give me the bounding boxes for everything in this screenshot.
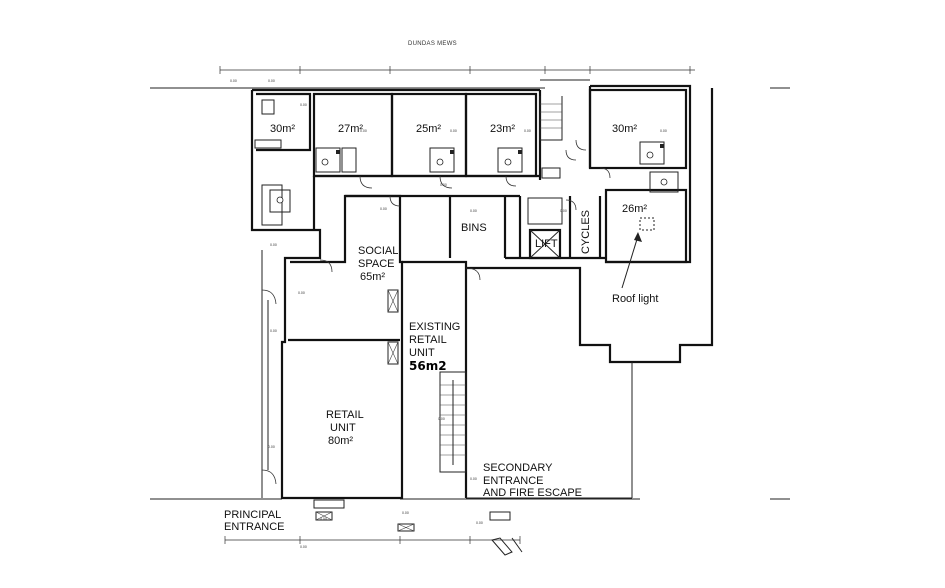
svg-text:0.00: 0.00	[300, 545, 307, 549]
social-space-area: 65m²	[360, 271, 385, 283]
top-dimension-line	[219, 66, 695, 74]
svg-text:0.00: 0.00	[320, 517, 327, 521]
svg-text:0.00: 0.00	[470, 209, 477, 213]
svg-text:0.00: 0.00	[440, 183, 447, 187]
svg-text:0.00: 0.00	[402, 511, 409, 515]
existing-retail-label-2: RETAIL	[409, 334, 447, 346]
social-space-label-2: SPACE	[358, 258, 394, 270]
room-3-area: 25m²	[416, 123, 441, 135]
secondary-entrance-label-3: AND FIRE ESCAPE	[483, 487, 582, 499]
svg-text:0.00: 0.00	[450, 129, 457, 133]
existing-retail-label-3: UNIT	[409, 347, 435, 359]
retail-unit-area: 80m²	[328, 435, 353, 447]
svg-text:0.00: 0.00	[268, 79, 275, 83]
room-4-area: 23m²	[490, 123, 515, 135]
svg-text:0.00: 0.00	[230, 79, 237, 83]
svg-text:0.00: 0.00	[270, 329, 277, 333]
svg-text:0.00: 0.00	[524, 129, 531, 133]
cycles-label: CYCLES	[580, 210, 592, 254]
svg-text:0.00: 0.00	[268, 445, 275, 449]
building-outline	[250, 90, 404, 500]
svg-text:0.00: 0.00	[660, 129, 667, 133]
principal-entrance-label-1: PRINCIPAL	[224, 509, 281, 521]
retail-unit-label-2: UNIT	[330, 422, 356, 434]
room-6-area: 26m²	[622, 203, 647, 215]
svg-text:0.00: 0.00	[560, 209, 567, 213]
room-2-area: 27m²	[338, 123, 363, 135]
social-space-label-1: SOCIAL	[358, 245, 398, 257]
retail-unit-label-1: RETAIL	[326, 409, 364, 421]
street-label: DUNDAS MEWS	[408, 41, 457, 47]
principal-entrance-label-2: ENTRANCE	[224, 521, 285, 533]
existing-retail-area: 56m2	[409, 359, 447, 373]
bedroom-row	[312, 88, 688, 264]
stair-top	[539, 96, 563, 179]
svg-text:0.00: 0.00	[470, 477, 477, 481]
room-1-area: 30m²	[270, 123, 295, 135]
stair-internal	[439, 371, 467, 473]
existing-retail-label-1: EXISTING	[409, 321, 460, 333]
bottom-dimension-line	[224, 536, 521, 544]
doors	[319, 139, 611, 281]
secondary-entrance-label-2: ENTRANCE	[483, 475, 544, 487]
svg-text:0.00: 0.00	[300, 103, 307, 107]
roof-light-marker	[621, 217, 655, 289]
bins-label: BINS	[461, 222, 487, 234]
lift-shaft	[527, 197, 563, 260]
bathroom-fixtures	[269, 141, 679, 213]
svg-text:0.00: 0.00	[476, 521, 483, 525]
lift-label: LIFT	[535, 238, 558, 250]
annotation-marks: 0.00 0.00 0.00 0.00 0.00 0.00 0.00 0.00 …	[230, 79, 667, 549]
svg-text:0.00: 0.00	[360, 129, 367, 133]
svg-text:0.00: 0.00	[438, 417, 445, 421]
principal-entrance-steps	[313, 499, 523, 556]
secondary-entrance-label-1: SECONDARY	[483, 462, 553, 474]
svg-text:0.00: 0.00	[298, 291, 305, 295]
room-5-area: 30m²	[612, 123, 637, 135]
svg-text:0.00: 0.00	[270, 243, 277, 247]
roof-light-label: Roof light	[612, 293, 658, 305]
svg-text:0.00: 0.00	[380, 207, 387, 211]
